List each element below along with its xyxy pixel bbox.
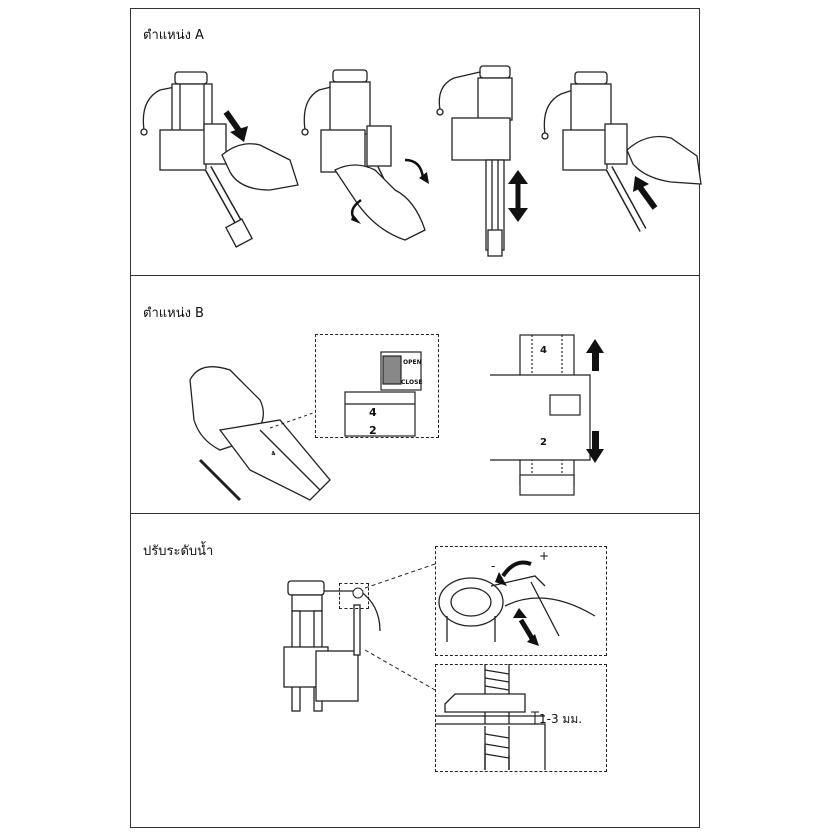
zoom-detail-c2: 1-3 มม. [435,664,582,770]
figure-a3 [436,65,528,257]
zoom-connectors-c [364,563,436,691]
section-divider-1 [130,275,700,276]
b2-scale-bottom: 2 [540,437,547,448]
figure-a4 [541,71,702,232]
scale-top-label: 4 [369,406,377,419]
figure-a2 [301,69,429,241]
section-title-c: ปรับระดับน้ำ [143,544,214,559]
b2-scale-top: 4 [540,345,547,356]
zoom-detail-b: OPEN CLOSE 4 2 [344,351,423,437]
section-title-a: ตำแหน่ง A [143,28,204,43]
arrow-up-icon [633,176,658,210]
figure-b2: 4 2 [490,334,604,496]
gap-label: 1-3 มม. [539,712,582,726]
scale-bottom-label: 2 [369,424,377,437]
figure-a1 [140,71,299,248]
valve-open-label: OPEN [403,359,422,366]
arrow-up-icon [586,339,604,371]
instruction-frame [130,8,700,828]
arrow-down-icon [223,110,248,142]
figure-c-valve [283,580,381,712]
rotate-arrow-icon [501,560,532,578]
zoom-connector-b [269,411,317,429]
zoom-detail-c1: - + [438,549,596,646]
valve-close-label: CLOSE [401,379,423,386]
arrow-down-icon [586,431,604,463]
section-divider-2 [130,513,700,514]
zoom-target-c [339,583,369,609]
zoom-box-c2 [435,664,607,772]
double-arrow-icon [508,170,528,222]
plus-label: + [539,549,549,563]
zoom-box-c1 [435,546,607,656]
double-arrow-icon [513,608,539,646]
zoom-box-b [315,334,439,438]
section-title-b: ตำแหน่ง B [143,306,204,321]
marker-text: 4 [270,450,276,458]
figure-b1: 4 [189,366,331,502]
minus-label: - [491,559,495,573]
